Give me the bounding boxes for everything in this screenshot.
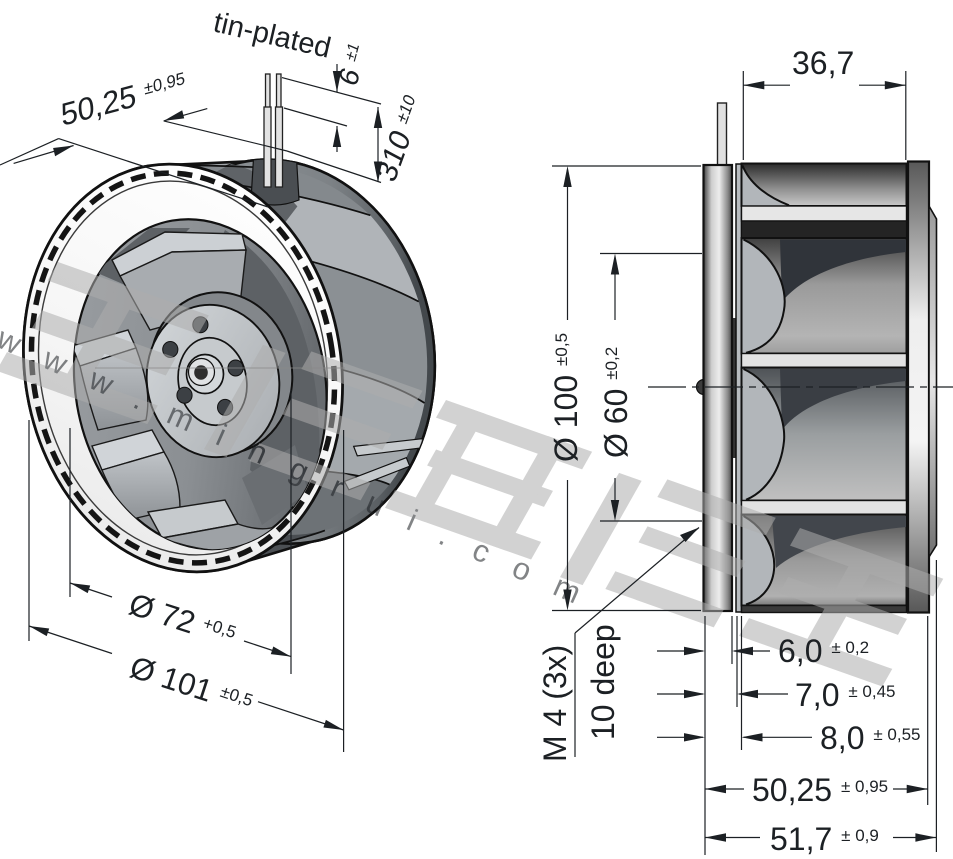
svg-text:8,0 ± 0,55: 8,0 ± 0,55 (820, 720, 921, 756)
svg-text:36,7: 36,7 (792, 45, 854, 81)
svg-text:M 4 (3x): M 4 (3x) (537, 645, 573, 762)
svg-text:10 deep: 10 deep (585, 624, 621, 740)
svg-text:7,0 ± 0,45: 7,0 ± 0,45 (795, 677, 896, 713)
svg-text:6,0 ± 0,2: 6,0 ± 0,2 (778, 633, 869, 669)
